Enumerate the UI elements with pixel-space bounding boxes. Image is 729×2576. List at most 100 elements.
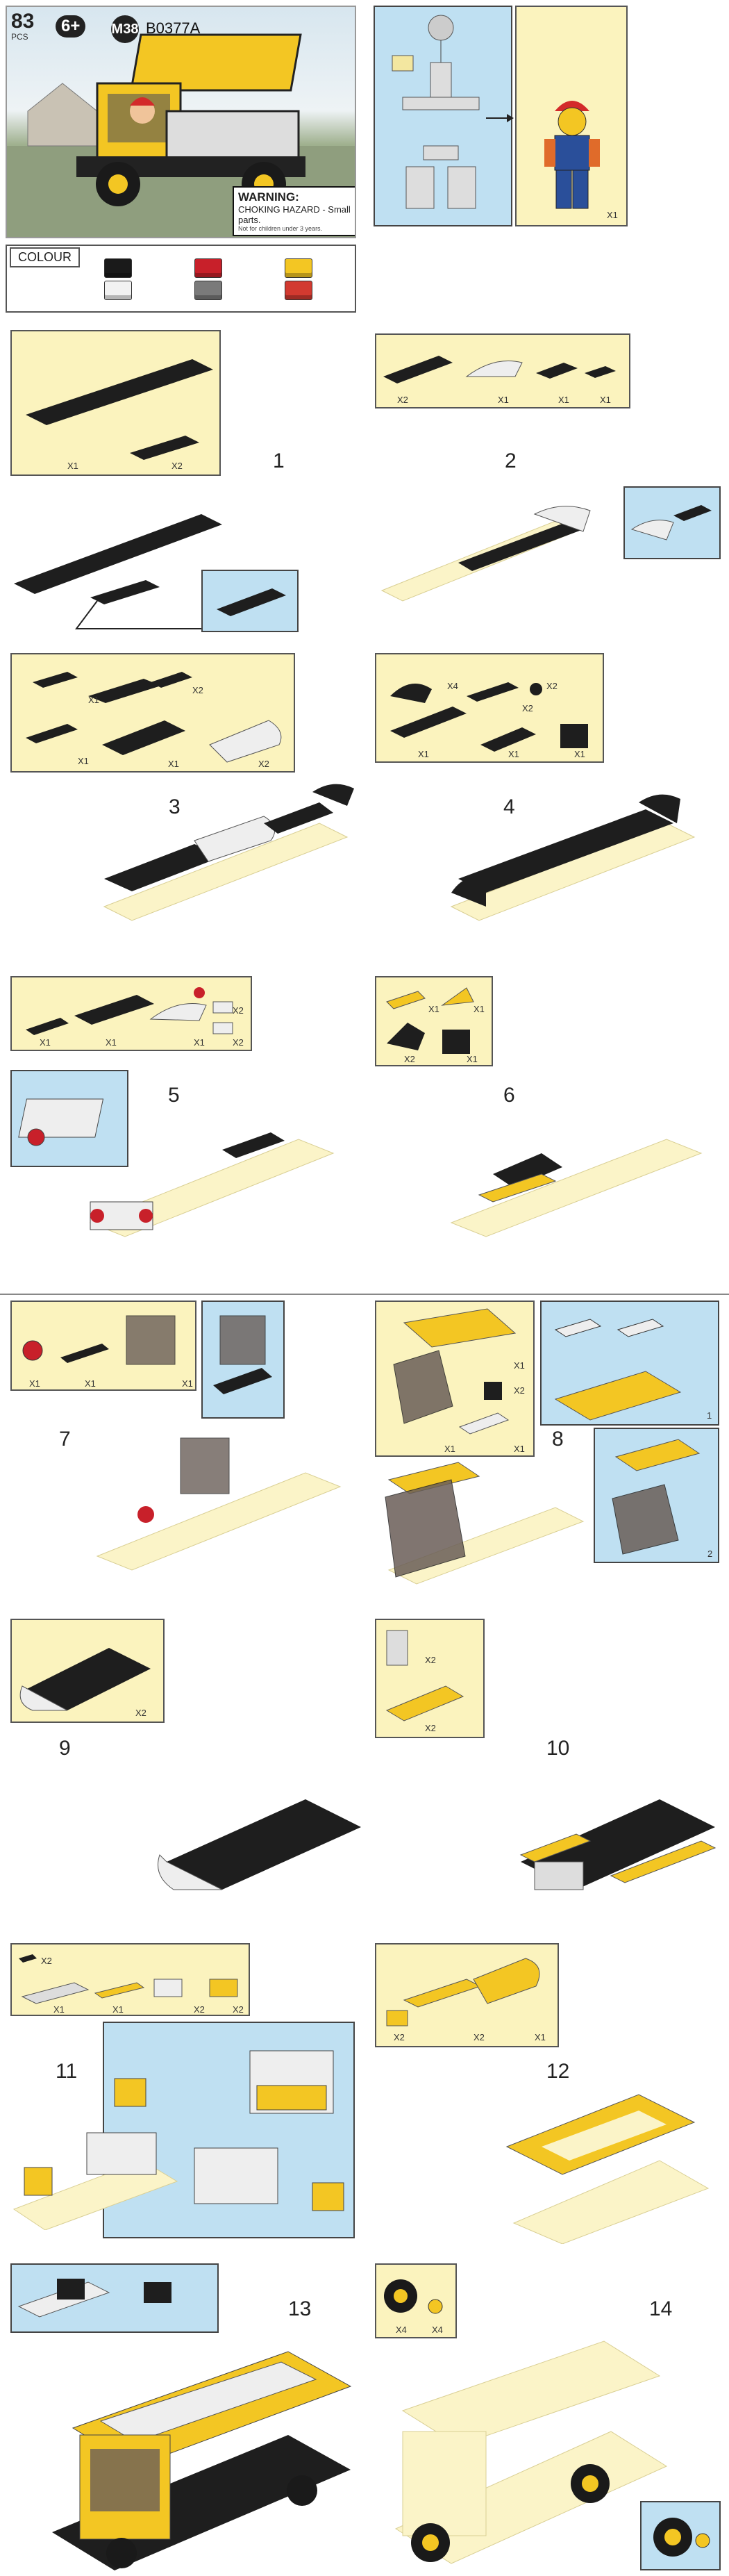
step12-qty-a: X2: [394, 2032, 405, 2042]
step10-assembly: [519, 1799, 717, 1890]
step1-qty-a: X1: [67, 461, 78, 471]
step7-bricks: [22, 1315, 176, 1365]
step8-bricks: [393, 1308, 517, 1435]
step5-number: 5: [168, 1084, 180, 1107]
step4-qty-b: X2: [522, 703, 533, 713]
step5-qty-a: X1: [40, 1037, 51, 1048]
swatch-white: [104, 281, 132, 300]
step5-qty-d: X2: [233, 1005, 244, 1016]
step7-qty-c: X1: [182, 1378, 193, 1389]
step8-qty-b: X2: [514, 1385, 525, 1396]
step13-callout: [10, 2263, 219, 2333]
step2-qty-c: X1: [558, 395, 569, 405]
step14-number: 14: [649, 2297, 673, 2320]
step10-parts: X2 X2: [375, 1619, 485, 1738]
step11-bricks: [19, 1954, 238, 2004]
page-divider: [0, 1294, 729, 1295]
step10-number: 10: [546, 1737, 570, 1760]
step6-qty-c: X2: [404, 1054, 415, 1064]
step8-assembly: [385, 1462, 585, 1585]
piece-unit: PCS: [11, 32, 28, 42]
step8-qty-a: X1: [514, 1360, 525, 1371]
step11-number: 11: [56, 2060, 78, 2083]
age-badge: 6+: [56, 15, 86, 38]
step12-qty-b: X2: [474, 2032, 485, 2042]
step5-parts: X1 X1 X1 X2 X2: [10, 976, 252, 1051]
step14-callout: [640, 2501, 721, 2570]
step1-assembly: [14, 514, 222, 629]
step5-callout-grille: [18, 1098, 104, 1146]
step10-qty-b: X2: [425, 1723, 436, 1733]
step5-qty-e: X2: [233, 1037, 244, 1048]
step2-assembly: [380, 506, 591, 602]
minifig-parts-diagram: [392, 15, 480, 209]
step3-assembly: [103, 784, 354, 921]
step5-qty-b: X1: [106, 1037, 117, 1048]
step14-qty-b: X4: [432, 2325, 443, 2335]
step11-callout-assembly: [114, 2050, 344, 2211]
step4-number: 4: [503, 795, 515, 818]
swatch-yellow: [285, 258, 312, 278]
step3-bricks: [26, 672, 282, 763]
step9-qty-a: X2: [135, 1708, 146, 1718]
step1-bricks: [26, 359, 213, 460]
step11-qty-c: X1: [112, 2004, 124, 2015]
swatch-grey: [194, 281, 222, 300]
series-badge: M38: [111, 15, 139, 43]
choking-warning: WARNING: CHOKING HAZARD - Small parts. N…: [233, 186, 355, 236]
step8-substep-1: 1: [540, 1301, 719, 1426]
step12-number: 12: [546, 2060, 570, 2083]
step5-callout: [10, 1070, 128, 1167]
step4-assembly: [450, 794, 696, 921]
step2-parts: X2 X1 X1 X1: [375, 333, 630, 408]
step2-qty-a: X2: [397, 395, 408, 405]
step6-qty-b: X1: [474, 1004, 485, 1014]
arrow-icon: [486, 114, 514, 122]
step11-qty-e: X2: [233, 2004, 244, 2015]
step8-substep-2-parts: [612, 1439, 701, 1555]
step3-parts: X1 X2 X1 X1 X2: [10, 653, 295, 773]
step3-qty-d: X1: [168, 759, 179, 769]
step7-parts: X1 X1 X1: [10, 1301, 196, 1391]
step9-assembly: [158, 1799, 361, 1890]
swatch-black: [104, 258, 132, 278]
step14-wheels: [384, 2279, 443, 2314]
step1-callout-brick: [217, 588, 286, 616]
step5-qty-c: X1: [194, 1037, 205, 1048]
step8-substep-2-label: 2: [707, 1549, 713, 1559]
step11-parts: X2 X1 X1 X2 X2: [10, 1943, 250, 2016]
swatch-trans-red: [285, 281, 312, 300]
step6-bricks: [386, 987, 474, 1054]
step2-callout: [623, 486, 721, 559]
step6-qty-a: X1: [428, 1004, 439, 1014]
construction-worker-minifig: [544, 101, 600, 209]
colour-legend: COLOUR: [6, 245, 356, 313]
step11-qty-b: X1: [53, 2004, 65, 2015]
warning-title: WARNING:: [238, 190, 299, 204]
step14-qty-a: X4: [396, 2325, 407, 2335]
step4-bricks: [390, 682, 588, 752]
step4-qty-d: X1: [418, 749, 429, 759]
step13-number: 13: [288, 2297, 312, 2320]
step8-substep-1-parts: [554, 1319, 682, 1421]
step10-qty-a: X2: [425, 1655, 436, 1665]
step6-parts: X1 X1 X2 X1: [375, 976, 493, 1066]
step6-assembly: [450, 1139, 703, 1237]
swatch-red: [194, 258, 222, 278]
step12-assembly: [505, 2094, 710, 2244]
step4-qty-c: X2: [546, 681, 558, 691]
step7-assembly: [96, 1437, 342, 1571]
step6-number: 6: [503, 1084, 515, 1107]
step2-qty-b: X1: [498, 395, 509, 405]
step13-callout-parts: [17, 2279, 171, 2318]
step3-qty-e: X2: [258, 759, 269, 769]
step5-bricks: [26, 987, 233, 1035]
piece-count: 83: [11, 10, 35, 33]
step12-parts: X2 X2 X1: [375, 1943, 559, 2047]
step1-number: 1: [273, 449, 285, 472]
step2-bricks: [383, 356, 616, 383]
step7-number: 7: [59, 1428, 71, 1451]
step9-parts: X2: [10, 1619, 165, 1723]
step12-qty-c: X1: [535, 2032, 546, 2042]
step1-parts: X1 X2: [10, 330, 221, 476]
